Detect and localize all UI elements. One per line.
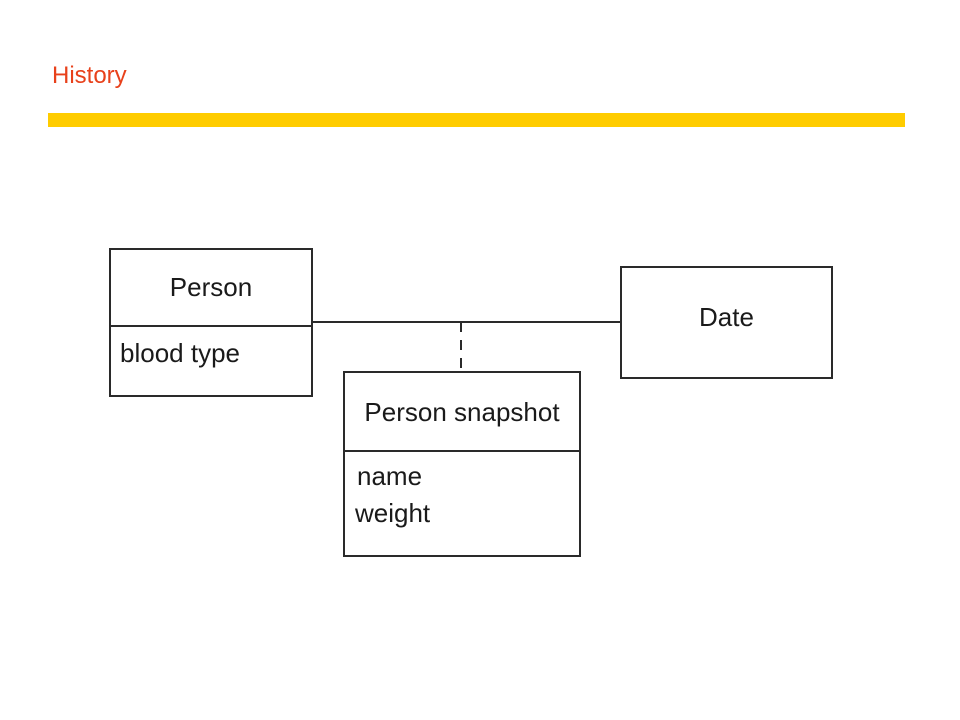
class-person-snapshot-name: Person snapshot bbox=[364, 397, 560, 427]
title-underline-bar bbox=[48, 113, 905, 127]
class-person-divider bbox=[111, 325, 311, 327]
class-person-snapshot-divider bbox=[345, 450, 579, 452]
class-person-snapshot-attr-name: name bbox=[357, 461, 423, 491]
class-date-name: Date bbox=[699, 302, 754, 332]
class-person: Person blood type bbox=[109, 248, 313, 397]
slide-title: History bbox=[52, 62, 127, 89]
class-person-snapshot-attr-weight: weight bbox=[355, 498, 431, 528]
class-person-snapshot: Person snapshot name weight bbox=[343, 371, 581, 557]
class-person-name: Person bbox=[169, 272, 253, 302]
class-date: Date bbox=[620, 266, 833, 379]
class-person-attr-blood-type: blood type bbox=[120, 338, 240, 368]
